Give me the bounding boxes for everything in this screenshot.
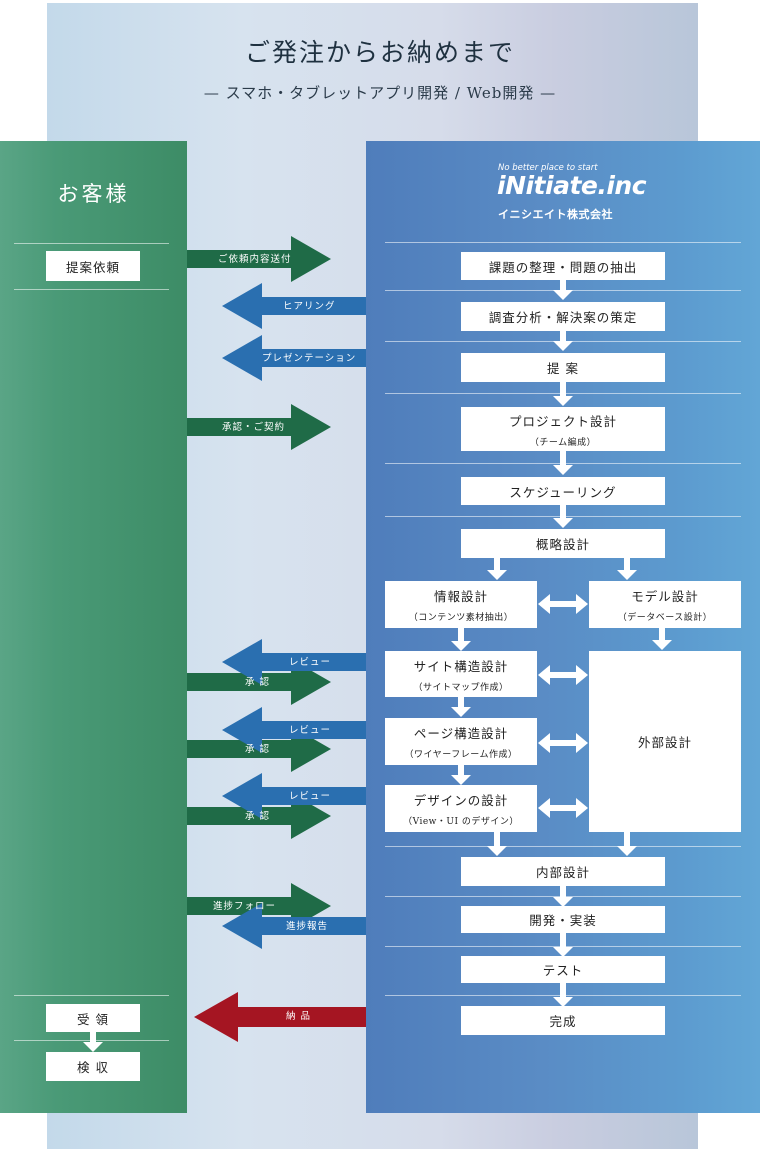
label-approve-3: 承 認 xyxy=(245,811,271,822)
arrow-left-presentation xyxy=(222,335,366,381)
customer-separator xyxy=(14,289,169,290)
arrow-right-send xyxy=(187,236,331,282)
step-receive: 受 領 xyxy=(46,1004,140,1032)
step-external-design: 外部設計 xyxy=(589,651,741,832)
label-approval-contract: 承認・ご契約 xyxy=(222,422,286,433)
label-progress-report: 進捗報告 xyxy=(286,921,329,932)
arrow-right-approval-contract xyxy=(187,404,331,450)
diagram-title: ご発注からお納めまで xyxy=(244,38,515,67)
company-separator xyxy=(385,242,741,243)
label-hearing: ヒアリング xyxy=(283,301,336,312)
step-development: 開発・実装 xyxy=(461,906,665,933)
company-name: イニシエイト株式会社 xyxy=(498,208,613,221)
label-review-1: レビュー xyxy=(289,657,332,668)
customer-column xyxy=(0,141,187,1113)
step-design: デザインの設計（View・UI のデザイン） xyxy=(385,785,537,832)
label-send: ご依頼内容送付 xyxy=(218,254,292,265)
label-approve-1: 承 認 xyxy=(245,677,271,688)
arrow-left-delivery xyxy=(194,992,366,1042)
label-delivery: 納 品 xyxy=(286,1011,312,1022)
step-outline-design: 概略設計 xyxy=(461,529,665,558)
company-logo: iNitiate.inc xyxy=(497,171,647,200)
step-info-design: 情報設計（コンテンツ素材抽出） xyxy=(385,581,537,628)
customer-column-title: お客様 xyxy=(57,182,130,206)
customer-separator xyxy=(14,243,169,244)
step-page-structure: ページ構造設計（ワイヤーフレーム作成） xyxy=(385,718,537,765)
step-internal-design: 内部設計 xyxy=(461,857,665,886)
customer-separator xyxy=(14,995,169,996)
step-analysis: 調査分析・解決案の策定 xyxy=(461,302,665,331)
arrow-left-review-1 xyxy=(222,639,366,685)
step-inspect: 検 収 xyxy=(46,1052,140,1081)
logo-tagline: No better place to start xyxy=(498,163,598,173)
step-request-proposal: 提案依頼 xyxy=(46,251,140,281)
diagram-subtitle: — スマホ・タブレットアプリ開発 / Web開発 — xyxy=(203,84,557,102)
arrow-left-progress-report xyxy=(222,903,366,949)
label-review-2: レビュー xyxy=(289,725,332,736)
arrow-left-hearing xyxy=(222,283,366,329)
label-review-3: レビュー xyxy=(289,791,332,802)
step-site-structure: サイト構造設計（サイトマップ作成） xyxy=(385,651,537,697)
label-presentation: プレゼンテーション xyxy=(262,353,357,364)
company-separator xyxy=(385,846,741,847)
step-issues: 課題の整理・問題の抽出 xyxy=(461,252,665,280)
step-model-design: モデル設計（データベース設計） xyxy=(589,581,741,628)
step-test: テスト xyxy=(461,956,665,983)
arrow-left-review-2 xyxy=(222,707,366,753)
label-approve-2: 承 認 xyxy=(245,744,271,755)
label-progress-follow: 進捗フォロー xyxy=(213,901,277,912)
step-project-design: プロジェクト設計（チーム編成） xyxy=(461,407,665,451)
arrow-left-review-3 xyxy=(222,773,366,819)
step-proposal: 提 案 xyxy=(461,353,665,382)
step-complete: 完成 xyxy=(461,1006,665,1035)
step-scheduling: スケジューリング xyxy=(461,477,665,505)
